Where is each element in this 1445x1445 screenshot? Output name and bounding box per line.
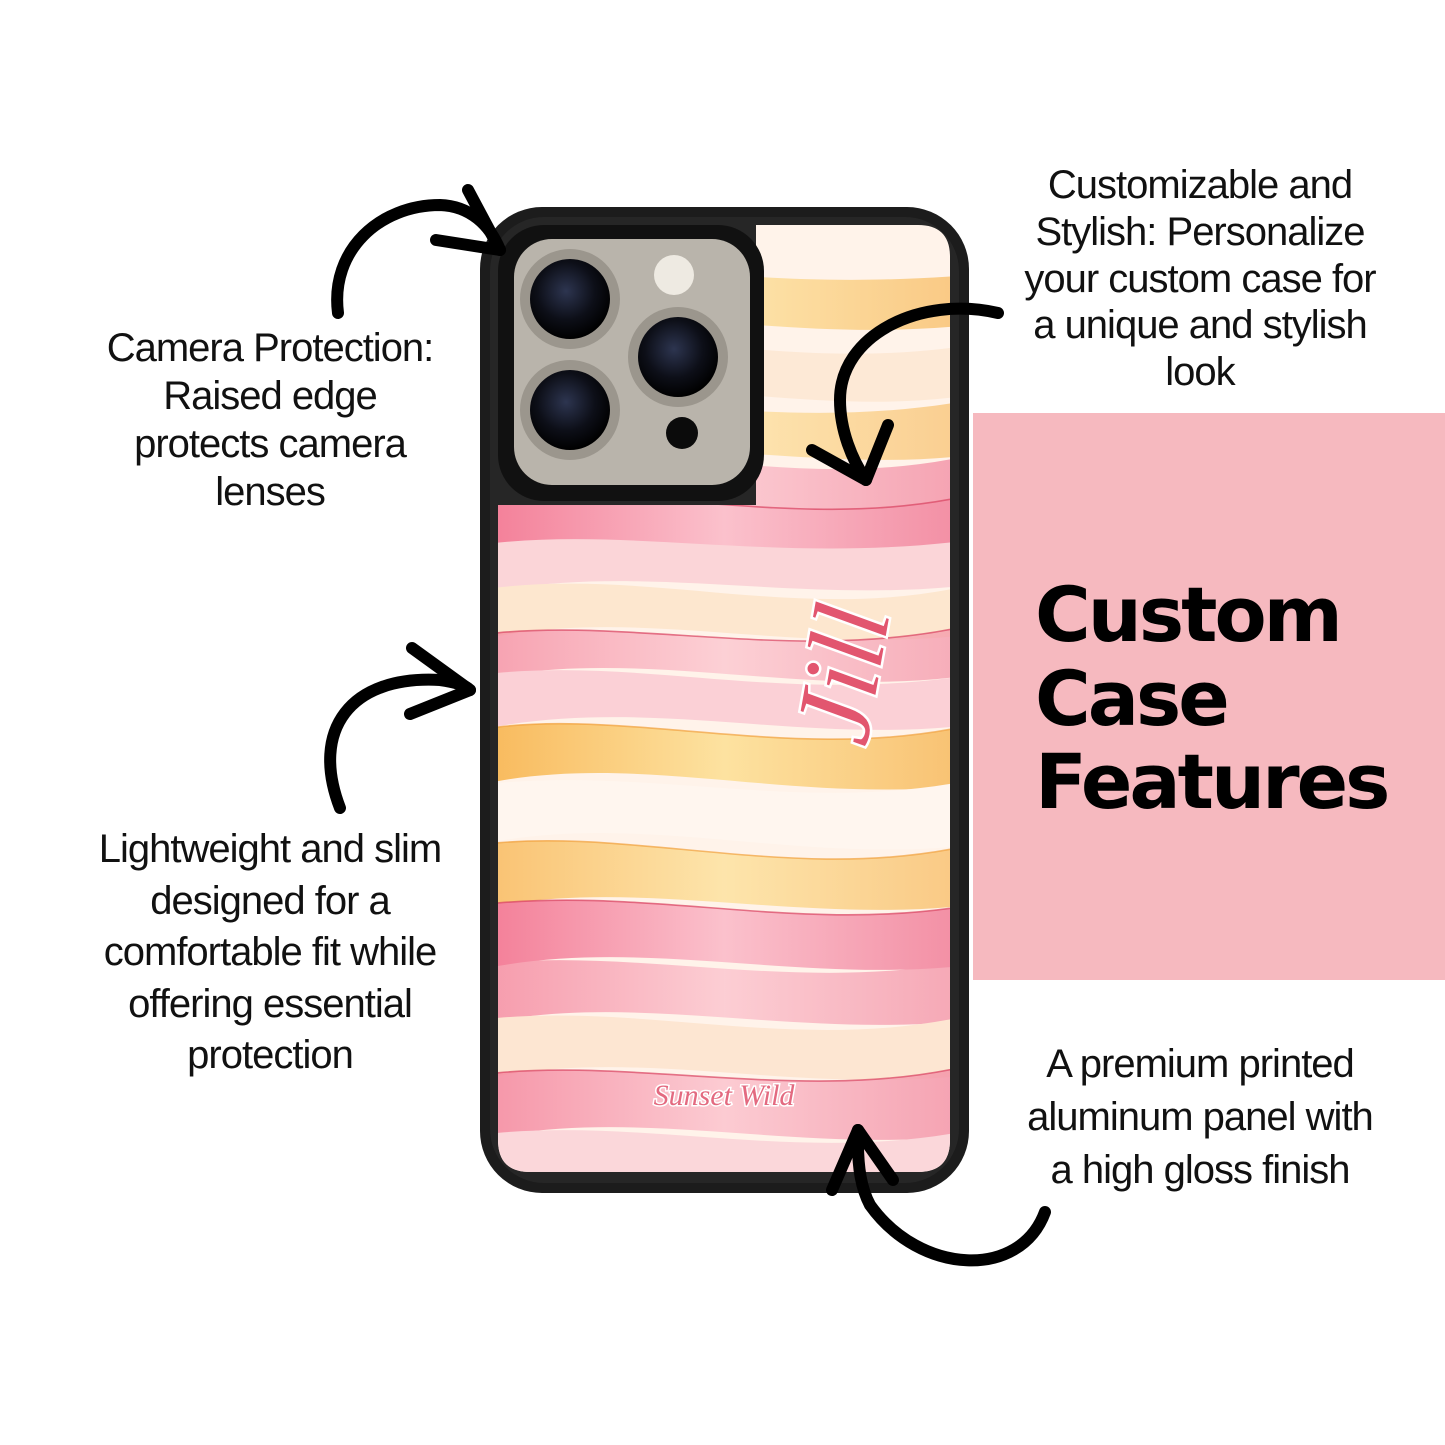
arrow-icon	[806, 302, 1004, 486]
brand-text: Sunset Wild	[654, 1079, 796, 1112]
feature-title: Custom Case Features	[1035, 570, 1390, 827]
arrow-icon	[826, 1124, 1051, 1267]
arrow-icon	[331, 184, 506, 319]
camera-protection-text: Camera Protection: Raised edge protects …	[106, 326, 435, 514]
arrow-icon	[324, 642, 476, 814]
case-name-text: Jill	[772, 596, 913, 753]
camera-module	[498, 225, 764, 501]
premium-panel-text: A premium printed aluminum panel with a …	[1027, 1042, 1374, 1193]
customizable-text: Customizable and Stylish: Personalize yo…	[1024, 163, 1376, 395]
phone-case-image: Jill Sunset Wild	[480, 207, 969, 1193]
lightweight-text: Lightweight and slim designed for a comf…	[98, 827, 442, 1078]
feature-panel: Custom Case Features	[973, 413, 1445, 980]
